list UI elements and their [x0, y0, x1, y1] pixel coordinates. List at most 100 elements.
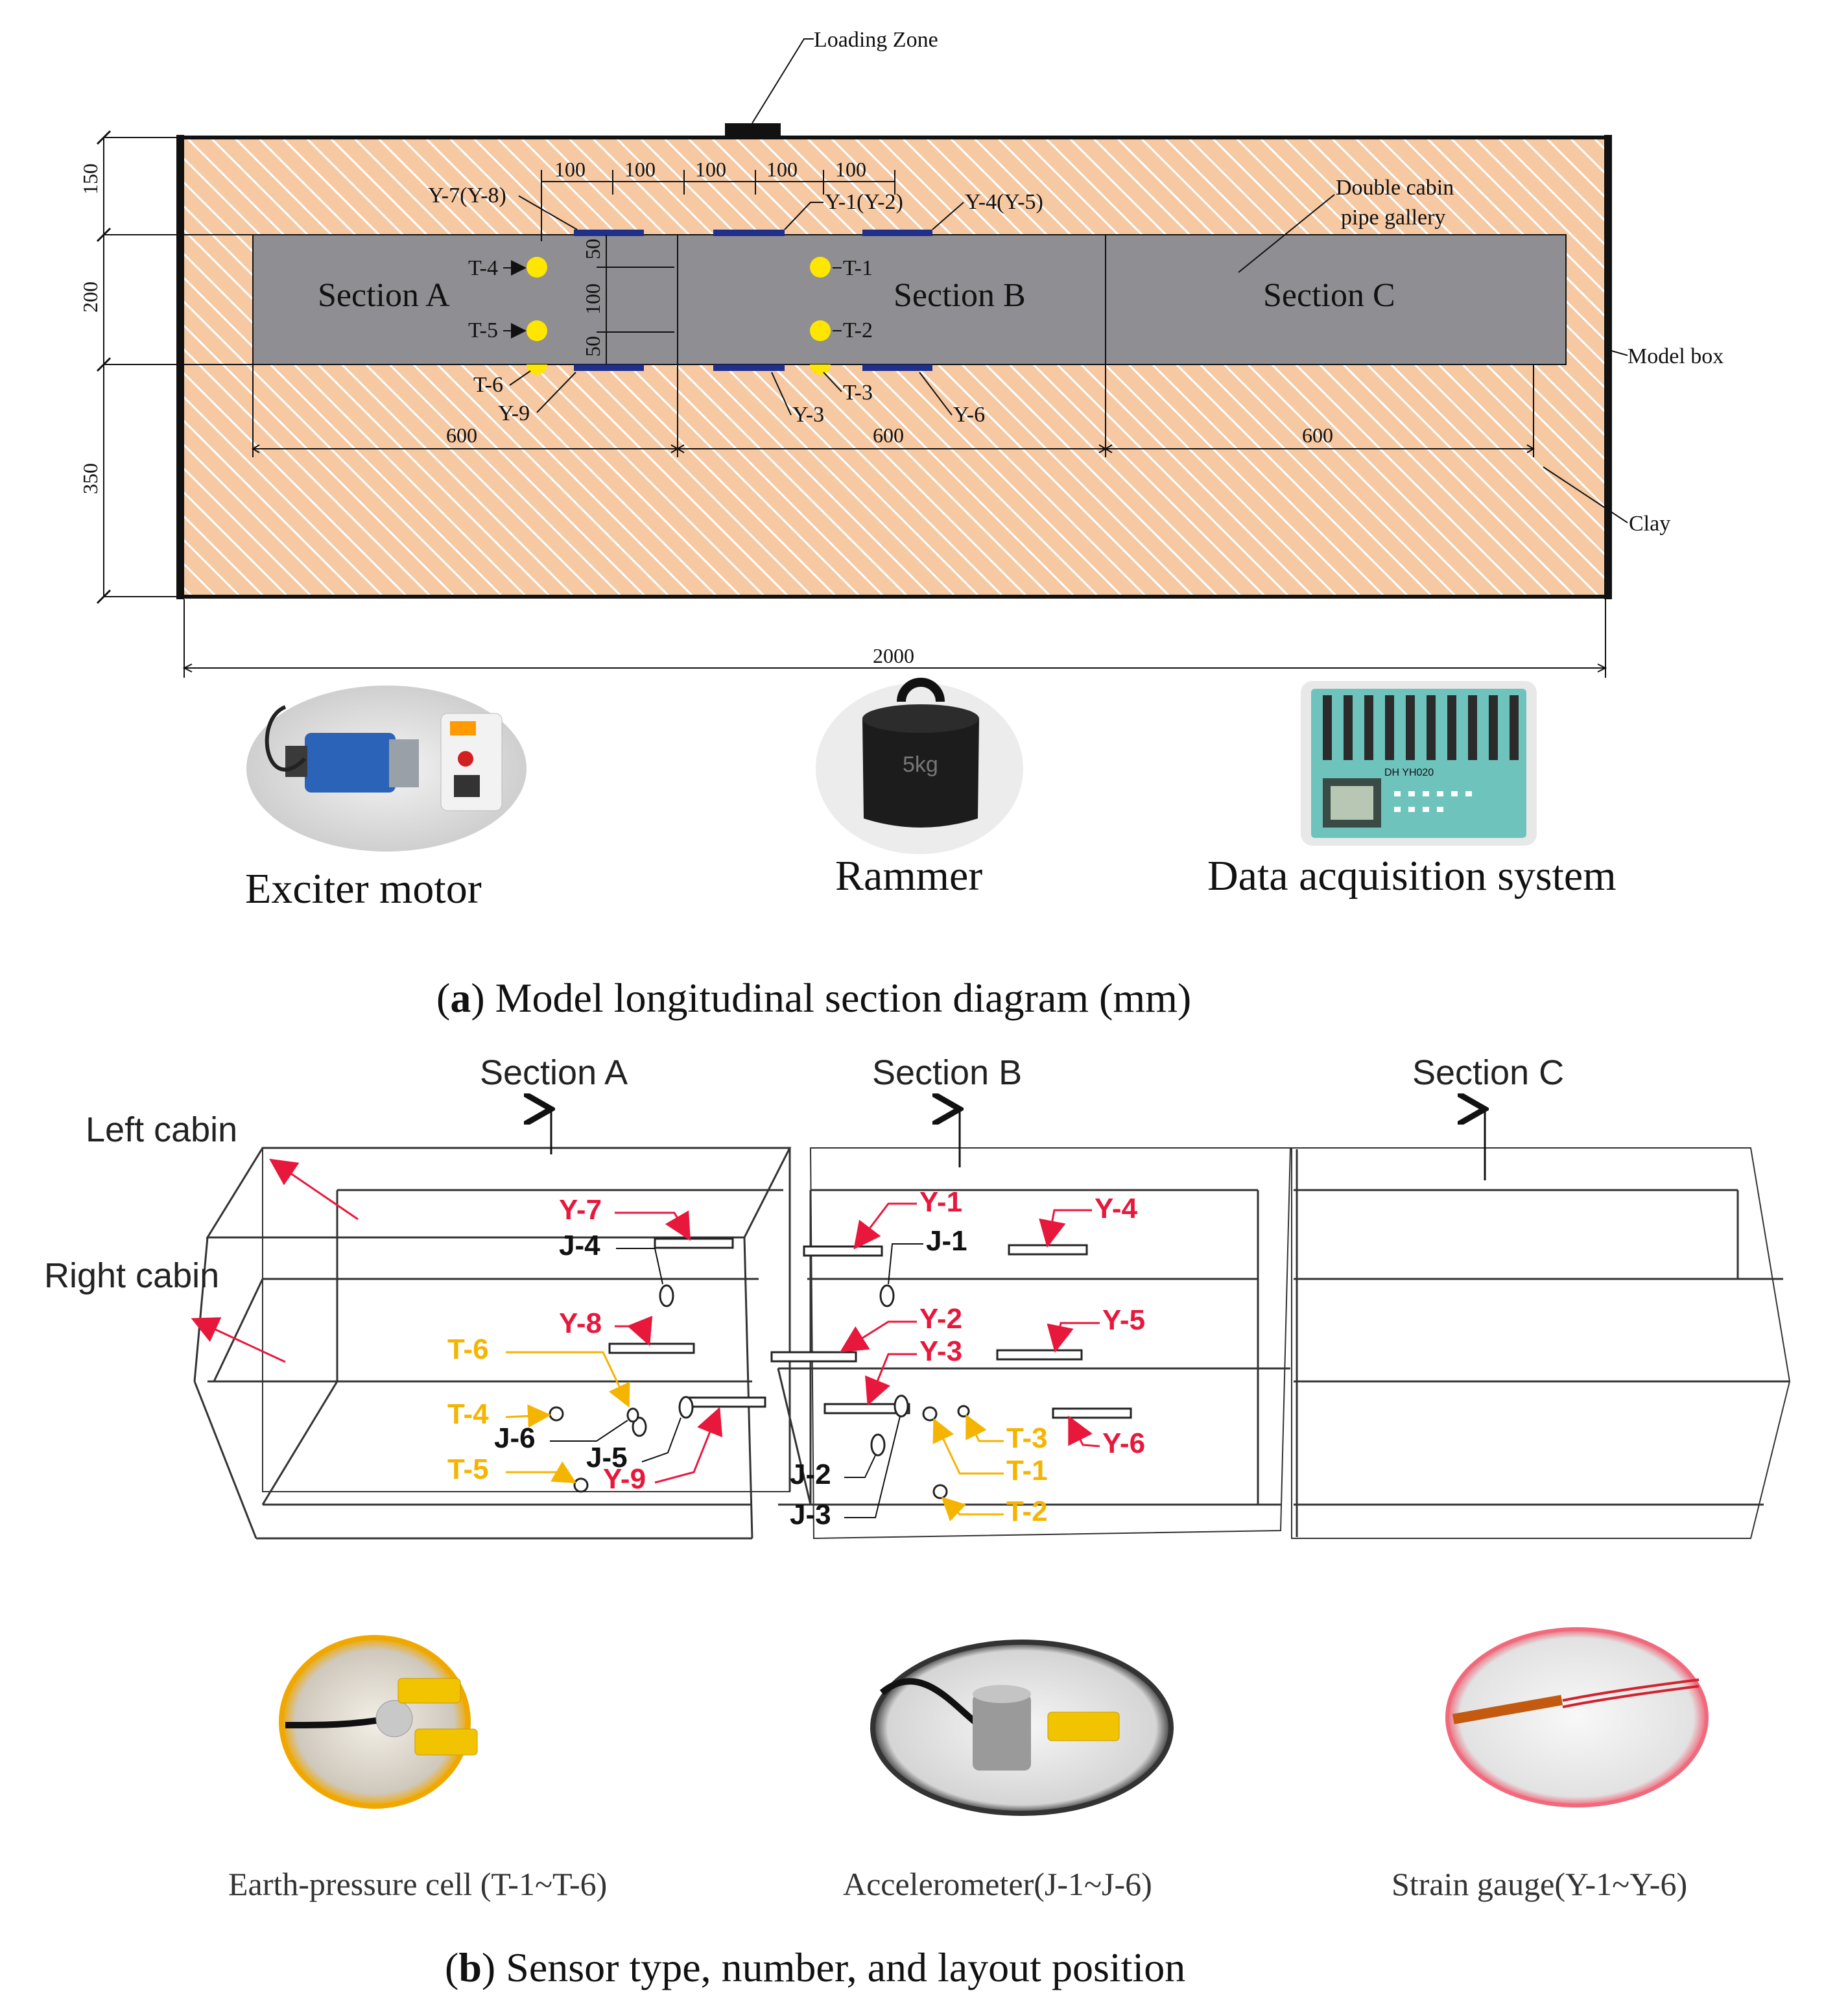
section-a-label: Section A — [318, 277, 450, 314]
b-label-j5: J-5 — [586, 1442, 628, 1473]
label-y45: Y-4(Y-5) — [965, 190, 1043, 214]
b-label-j3: J-3 — [790, 1499, 831, 1531]
b-acc-j3 — [894, 1394, 909, 1418]
caption-a: (a) Model longitudinal section diagram (… — [436, 975, 1191, 1021]
photo-earth-pressure-cell — [279, 1635, 478, 1809]
photo-data-acquisition: DH YH020 — [1301, 681, 1537, 846]
caption-b-letter: b — [458, 1944, 482, 1990]
photo-exciter-motor — [246, 686, 527, 852]
pipe-gallery — [252, 234, 1567, 365]
dim-top-1: 100 — [554, 158, 586, 181]
dim-top-5: 100 — [835, 158, 866, 181]
b-label-j4: J-4 — [559, 1230, 600, 1261]
caption-b-text: Sensor type, number, and layout position — [495, 1944, 1185, 1990]
b-section-b-label: Section B — [872, 1053, 1022, 1092]
panel-b-3d-layout — [193, 1147, 1791, 1540]
caption-exciter-motor: Exciter motor — [245, 865, 482, 913]
caption-data-acquisition: Data acquisition system — [1207, 852, 1617, 900]
b-gauge-y5 — [996, 1349, 1083, 1361]
b-section-a-label: Section A — [480, 1053, 628, 1092]
b-label-y9: Y-9 — [603, 1463, 646, 1495]
label-clay: Clay — [1629, 512, 1670, 536]
b-gauge-y2 — [770, 1351, 857, 1363]
label-y12: Y-1(Y-2) — [825, 190, 903, 214]
dim-inner-50a: 50 — [581, 239, 604, 259]
gauge-y6 — [862, 364, 932, 371]
b-cell-t4 — [549, 1406, 564, 1422]
label-t4: T-4 — [468, 256, 498, 280]
b-cell-t3 — [957, 1405, 970, 1418]
b-label-t2: T-2 — [1006, 1496, 1048, 1527]
right-cabin-label: Right cabin — [44, 1256, 219, 1295]
cell-t1 — [810, 257, 831, 278]
label-model-box: Model box — [1628, 344, 1724, 368]
gauge-y7 — [574, 230, 644, 236]
loading-zone-block — [725, 123, 781, 137]
caption-strain-gauge: Strain gauge(Y-1~Y-6) — [1392, 1866, 1687, 1902]
cell-t5 — [527, 320, 547, 341]
dim-top-4: 100 — [766, 158, 798, 181]
gauge-y4 — [862, 230, 932, 236]
dim-top-3: 100 — [695, 158, 726, 181]
cell-t2 — [810, 320, 831, 341]
dim-bottom-3: 600 — [1302, 423, 1333, 447]
caption-a-letter: a — [450, 975, 471, 1021]
b-label-j1: J-1 — [926, 1225, 967, 1257]
b-label-t1: T-1 — [1006, 1455, 1048, 1486]
b-acc-j5 — [632, 1416, 647, 1437]
gauge-y1 — [713, 230, 785, 236]
b-acc-j1 — [879, 1284, 895, 1307]
b-section-c-label: Section C — [1412, 1053, 1564, 1092]
b-gauge-y6 — [1052, 1407, 1132, 1419]
caption-rammer: Rammer — [835, 852, 982, 900]
dim-total: 2000 — [873, 644, 914, 667]
daq-model-mark: DH YH020 — [1384, 767, 1434, 778]
b-cell-t5 — [573, 1477, 589, 1493]
dim-bottom-1: 600 — [446, 423, 477, 447]
b-label-t3: T-3 — [1006, 1422, 1048, 1454]
label-y78: Y-7(Y-8) — [428, 184, 506, 208]
b-gauge-y1 — [803, 1245, 883, 1257]
b-gauge-y7 — [654, 1237, 734, 1249]
b-label-y5: Y-5 — [1102, 1304, 1145, 1336]
photo-rammer: 5kg — [816, 678, 1023, 854]
dim-left-200: 200 — [78, 281, 102, 313]
b-label-j2: J-2 — [790, 1459, 831, 1490]
label-double-cabin-1: Double cabin — [1336, 176, 1454, 200]
caption-b: (b) Sensor type, number, and layout posi… — [445, 1944, 1185, 1990]
label-y9: Y-9 — [498, 401, 530, 425]
b-label-j6: J-6 — [494, 1422, 536, 1454]
label-double-cabin-2: pipe gallery — [1341, 206, 1445, 230]
rammer-weight-mark: 5kg — [903, 752, 938, 777]
label-t6: T-6 — [473, 373, 503, 397]
b-gauge-y4 — [1008, 1244, 1088, 1256]
dim-inner-50b: 50 — [581, 336, 604, 357]
b-label-y8: Y-8 — [559, 1307, 602, 1339]
b-acc-j5a — [678, 1396, 694, 1419]
b-label-y6: Y-6 — [1102, 1427, 1145, 1459]
caption-earth-pressure-cell: Earth-pressure cell (T-1~T-6) — [228, 1866, 607, 1902]
b-label-t5: T-5 — [447, 1453, 489, 1485]
b-label-y3: Y-3 — [919, 1335, 962, 1367]
caption-accelerometer: Accelerometer(J-1~J-6) — [843, 1866, 1152, 1902]
gauge-y9 — [574, 364, 644, 371]
label-t2: T-2 — [843, 318, 873, 342]
label-t5: T-5 — [468, 318, 498, 342]
b-label-y1: Y-1 — [919, 1186, 962, 1218]
b-cell-t1 — [922, 1406, 938, 1422]
section-b-label: Section B — [894, 277, 1026, 314]
b-gauge-y8 — [608, 1342, 695, 1354]
b-gauge-y9 — [686, 1396, 766, 1408]
dim-left-350: 350 — [78, 463, 102, 494]
b-label-t6: T-6 — [447, 1333, 489, 1365]
b-cell-t2 — [932, 1484, 948, 1499]
section-c-label: Section C — [1263, 277, 1395, 314]
cell-t4 — [527, 257, 547, 278]
dim-left-150: 150 — [78, 163, 102, 195]
left-cabin-label: Left cabin — [86, 1110, 237, 1149]
b-label-y2: Y-2 — [919, 1303, 962, 1335]
gauge-y3 — [713, 364, 785, 371]
b-label-y4: Y-4 — [1095, 1193, 1138, 1224]
b-label-t4: T-4 — [447, 1398, 489, 1430]
